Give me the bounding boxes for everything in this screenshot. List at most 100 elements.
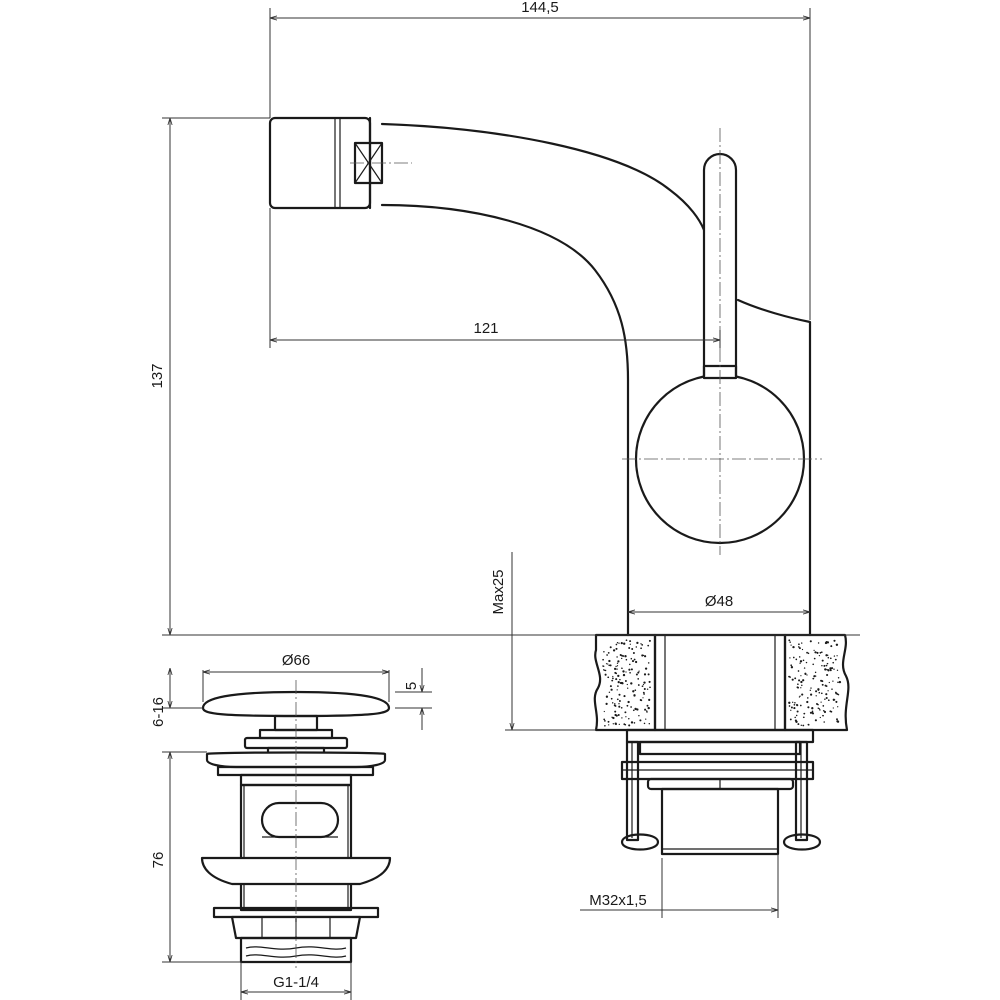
hatch-dot xyxy=(625,716,627,718)
hatch-dot xyxy=(829,657,832,660)
hatch-dot xyxy=(625,671,627,673)
hatch-dot xyxy=(608,659,611,663)
hatch-dot xyxy=(826,662,829,665)
hatch-dot xyxy=(612,677,614,680)
hatch-dot xyxy=(788,701,791,704)
hatch-dot xyxy=(793,703,796,706)
hatch-dot xyxy=(647,706,650,710)
hatch-dot xyxy=(624,711,627,714)
hatch-dot xyxy=(616,668,618,670)
hatch-dot xyxy=(796,710,799,713)
hatch-dot xyxy=(616,698,619,701)
hatch-dot xyxy=(641,685,644,688)
hatch-dot xyxy=(809,640,812,643)
hatch-dot xyxy=(815,690,818,693)
hatch-dot xyxy=(799,704,802,707)
hatch-dot xyxy=(610,697,613,700)
hatch-dot xyxy=(611,702,614,704)
hatch-dot xyxy=(802,716,805,719)
hatch-dot xyxy=(643,693,645,695)
hatch-dot xyxy=(615,678,618,681)
hatch-dot xyxy=(827,669,830,672)
hatch-dot xyxy=(648,722,651,725)
spout-bottom-edge xyxy=(380,203,630,637)
hatch-dot xyxy=(800,675,802,677)
hatch-dot xyxy=(603,710,605,713)
hatch-dot xyxy=(607,676,609,678)
hatch-dot xyxy=(828,681,830,684)
hatch-dot xyxy=(799,695,801,697)
hatch-dot xyxy=(792,656,795,659)
hatch-dot xyxy=(832,707,834,709)
hatch-dot xyxy=(794,719,797,722)
hatch-dot xyxy=(647,662,650,664)
countertop-section xyxy=(593,633,850,732)
hatch-dot xyxy=(627,687,629,689)
hatch-dot xyxy=(820,692,823,695)
hatch-dot xyxy=(800,680,803,684)
hatch-dot xyxy=(814,651,817,654)
hatch-dot xyxy=(616,642,619,644)
hatch-dot xyxy=(837,676,840,679)
hatch-dot xyxy=(633,722,636,724)
hatch-dot xyxy=(613,667,617,671)
hatch-dot xyxy=(648,639,651,642)
hatch-dot xyxy=(794,702,796,704)
hatch-dot xyxy=(623,642,626,645)
hatch-dot xyxy=(641,654,644,657)
hatch-dot xyxy=(633,658,636,661)
hatch-dot xyxy=(811,712,815,715)
hatch-dot xyxy=(797,723,800,726)
hatch-dot xyxy=(628,724,631,727)
hatch-dot xyxy=(790,644,792,646)
hatch-dot xyxy=(796,704,799,707)
hatch-dot xyxy=(617,660,620,663)
hatch-dot xyxy=(605,702,608,706)
hatch-dot xyxy=(648,698,651,701)
hatch-dot xyxy=(625,639,628,642)
hatch-dot xyxy=(613,704,616,707)
hatch-dot xyxy=(825,664,828,667)
hatch-dot xyxy=(790,666,794,669)
hatch-dot xyxy=(814,675,817,677)
hatch-dot xyxy=(640,647,642,650)
hatch-dot xyxy=(635,673,638,676)
hatch-dot xyxy=(811,710,814,713)
hatch-dot xyxy=(797,683,799,686)
hatch-dot xyxy=(789,718,792,721)
hatch-dot xyxy=(641,644,644,646)
hatch-dot xyxy=(633,694,636,697)
hatch-dot xyxy=(630,682,633,685)
hatch-dot xyxy=(607,652,610,654)
hatch-dot xyxy=(621,667,623,669)
hatch-dot xyxy=(630,668,633,671)
hatch-dot xyxy=(814,671,817,674)
hatch-dot xyxy=(788,705,791,707)
hatch-dot xyxy=(798,656,801,658)
hatch-dot xyxy=(629,640,632,643)
hatch-dot xyxy=(824,684,827,687)
hatch-dot xyxy=(812,677,815,680)
hatch-dot xyxy=(821,664,823,667)
hatch-dot xyxy=(611,716,613,719)
hatch-dot xyxy=(825,696,828,700)
hatch-dot xyxy=(826,641,830,644)
hatch-dot xyxy=(835,643,839,646)
hatch-dot xyxy=(621,717,623,719)
hatch-dot xyxy=(800,687,802,689)
hatch-dot xyxy=(609,646,612,649)
hatch-dot xyxy=(631,648,634,650)
hatch-dot xyxy=(809,689,812,692)
hatch-dot xyxy=(802,724,805,727)
hatch-dot xyxy=(611,679,614,682)
hatch-dot xyxy=(634,660,638,664)
hatch-dot xyxy=(636,708,639,711)
hatch-dot xyxy=(624,655,627,658)
hatch-dot xyxy=(629,643,631,645)
dim-waste-cap-diameter: Ø66 xyxy=(282,652,310,669)
hatch-dot xyxy=(798,643,800,646)
hatch-dot xyxy=(629,663,631,666)
hatch-dot xyxy=(818,654,821,657)
hatch-dot xyxy=(836,669,839,671)
hatch-dot xyxy=(803,667,806,669)
